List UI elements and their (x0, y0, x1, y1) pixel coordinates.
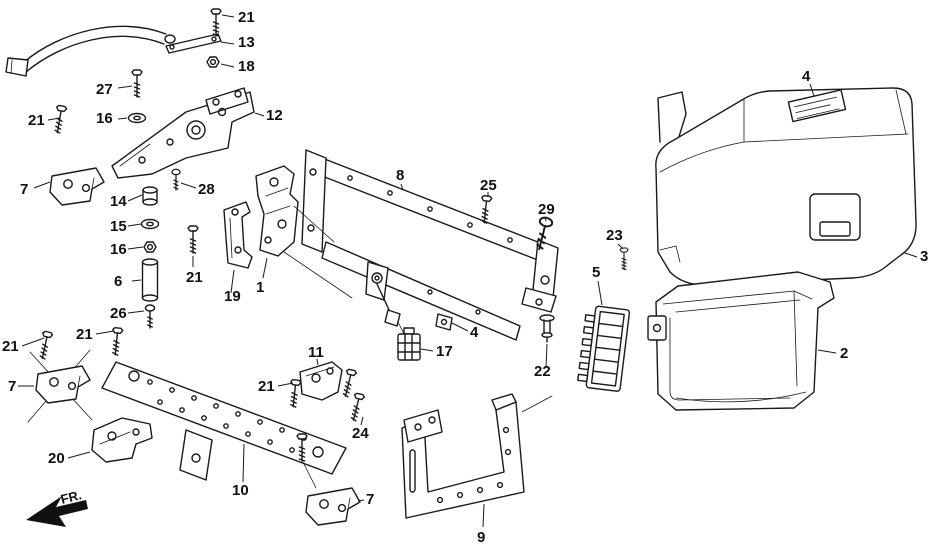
callout-14: 14 (110, 193, 127, 210)
callout-1: 1 (256, 279, 264, 296)
callout-27: 27 (96, 81, 113, 98)
callout-21-bl-a: 21 (76, 326, 93, 343)
bolt-21-top (210, 8, 222, 37)
callout-19: 19 (224, 288, 241, 305)
callout-7-br: 7 (366, 491, 374, 508)
bolt-27 (131, 69, 143, 98)
callout-28: 28 (198, 181, 215, 198)
bracket-19 (223, 201, 253, 269)
callout-15: 15 (110, 218, 127, 235)
bolt-24-b (347, 392, 366, 423)
bracket-7-bottom-right (305, 487, 361, 526)
bracket-plate-12 (111, 87, 255, 179)
callout-25: 25 (480, 177, 497, 194)
washer-15 (140, 218, 160, 230)
clamp-4-mid (435, 313, 453, 331)
upper-cover-3 (655, 87, 917, 286)
rod-13 (165, 33, 222, 54)
callout-3: 3 (920, 248, 928, 265)
callout-16-upper: 16 (96, 110, 113, 127)
callout-22: 22 (534, 363, 551, 380)
bracket-7-left (49, 167, 105, 206)
bracket-7-bottom-left (35, 365, 91, 404)
callout-4-mid: 4 (470, 324, 479, 341)
callout-16-lower: 16 (110, 241, 127, 258)
callout-12: 12 (266, 107, 283, 124)
bracket-20 (91, 417, 153, 463)
spacer-6 (141, 258, 159, 302)
clip-22 (539, 314, 555, 343)
callout-21-bl-b: 21 (2, 338, 19, 355)
callout-13: 13 (238, 34, 255, 51)
callout-4-right: 4 (802, 68, 811, 85)
stay-bracket-9 (401, 393, 553, 519)
lower-case-2 (647, 271, 835, 411)
callout-21-top: 21 (238, 9, 255, 26)
callout-23: 23 (606, 227, 623, 244)
callout-7-left: 7 (20, 181, 28, 198)
bolt-25 (478, 194, 493, 225)
bushing-14 (142, 186, 158, 206)
bolt-24-a (339, 368, 358, 399)
callout-8: 8 (396, 167, 404, 184)
bolt-21-bl-b (36, 330, 54, 361)
callout-17: 17 (436, 343, 453, 360)
nut-18 (206, 56, 220, 68)
wire-harness (5, 25, 176, 77)
latch-assembly (365, 261, 405, 335)
bolt-23 (619, 247, 629, 271)
callout-11: 11 (308, 344, 324, 361)
cross-bar-8 (283, 149, 559, 341)
callout-10: 10 (232, 482, 249, 499)
bracket-11 (299, 361, 343, 401)
callout-7-bl: 7 (8, 378, 16, 395)
callout-5: 5 (592, 264, 600, 281)
callout-24: 24 (352, 425, 369, 442)
label-plate-4 (787, 89, 847, 123)
callout-21-bm: 21 (258, 378, 275, 395)
callout-21-left: 21 (28, 112, 45, 129)
connector-17 (397, 327, 421, 361)
nut-16-lower (143, 241, 157, 253)
callouts: 21 13 18 27 16 12 21 7 14 15 16 6 26 28 … (2, 9, 928, 546)
callout-26: 26 (110, 305, 127, 322)
connector-block-5 (577, 305, 631, 392)
callout-18: 18 (238, 58, 255, 75)
callout-9: 9 (477, 529, 485, 546)
callout-21-mid: 21 (186, 269, 203, 286)
washer-16-upper (127, 112, 147, 124)
bracket-1 (255, 165, 299, 257)
leader-lines (18, 14, 918, 528)
callout-2: 2 (840, 345, 848, 362)
screw-28 (171, 168, 181, 191)
callout-20: 20 (48, 450, 65, 467)
screw-26 (144, 304, 156, 329)
bolt-21-mid (187, 225, 199, 254)
fr-direction-label: FR. (59, 487, 83, 507)
callout-29: 29 (538, 201, 555, 218)
mounting-plate-10 (101, 361, 347, 481)
callout-6: 6 (114, 273, 122, 290)
fr-direction-marker: FR. (26, 487, 88, 527)
